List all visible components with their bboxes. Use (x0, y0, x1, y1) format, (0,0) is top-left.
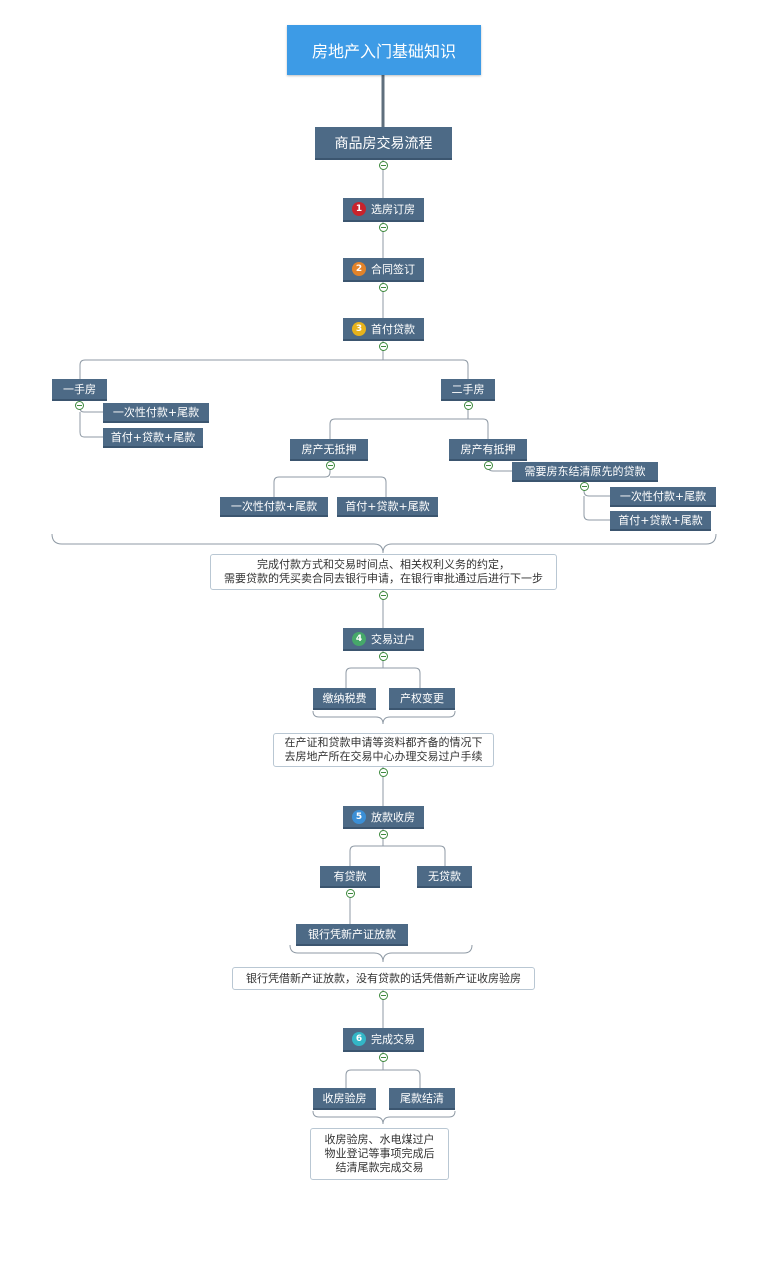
step-label: 完成交易 (371, 1033, 415, 1046)
collapse-icon[interactable] (379, 161, 388, 170)
note-line: 结清尾款完成交易 (335, 1161, 424, 1174)
has-mortgage[interactable]: 房产有抵押 (449, 439, 527, 461)
step-label: 交易过户 (371, 632, 415, 646)
collapse-icon[interactable] (379, 652, 388, 661)
note-line: 物业登记等事项完成后 (324, 1147, 435, 1160)
step-number-2-icon: 2 (352, 262, 366, 276)
root-topic[interactable]: 房地产入门基础知识 (287, 25, 481, 75)
first-hand-house[interactable]: 一手房 (52, 379, 107, 401)
note-payment-agreement[interactable]: 完成付款方式和交易时间点、相关权利义务的约定， 需要贷款的凭买卖合同去银行申请，… (210, 554, 557, 590)
step-number-1-icon: 1 (352, 202, 366, 216)
collapse-icon[interactable] (379, 283, 388, 292)
collapse-icon[interactable] (326, 461, 335, 470)
step-label: 合同签订 (371, 263, 415, 276)
note-line: 银行凭借新产证放款，没有贷款的话凭借新产证收房验房 (246, 971, 521, 985)
step-6-complete[interactable]: 6 完成交易 (343, 1028, 424, 1052)
collapse-icon[interactable] (379, 591, 388, 600)
no-mortgage-option-loan[interactable]: 首付+贷款+尾款 (337, 497, 438, 517)
note-line: 在产证和贷款申请等资料都齐备的情况下 (284, 736, 483, 749)
step-number-5-icon: 5 (352, 809, 366, 824)
main-topic[interactable]: 商品房交易流程 (315, 127, 452, 160)
step-2-contract[interactable]: 2 合同签订 (343, 258, 424, 282)
step-number-6-icon: 6 (352, 1032, 366, 1046)
first-hand-option-full-payment[interactable]: 一次性付款+尾款 (103, 403, 209, 423)
collapse-icon[interactable] (379, 991, 388, 1000)
step-label: 首付贷款 (371, 322, 415, 336)
step-5-loan-release[interactable]: 5 放款收房 (343, 806, 424, 829)
note-complete[interactable]: 收房验房、水电煤过户 物业登记等事项完成后 结清尾款完成交易 (310, 1128, 449, 1180)
collapse-icon[interactable] (379, 223, 388, 232)
step-number-4-icon: 4 (352, 631, 366, 646)
collapse-icon[interactable] (379, 342, 388, 351)
step-1-select-house[interactable]: 1 选房订房 (343, 198, 424, 222)
note-line: 收房验房、水电煤过户 (324, 1133, 435, 1146)
no-mortgage-option-full-payment[interactable]: 一次性付款+尾款 (220, 497, 328, 517)
note-transfer[interactable]: 在产证和贷款申请等资料都齐备的情况下 去房地产所在交易中心办理交易过户手续 (273, 733, 494, 767)
mortgage-option-loan[interactable]: 首付+贷款+尾款 (610, 511, 711, 531)
pay-off-landlord-loan[interactable]: 需要房东结清原先的贷款 (512, 462, 658, 482)
collapse-icon[interactable] (379, 830, 388, 839)
collapse-icon[interactable] (346, 889, 355, 898)
second-hand-house[interactable]: 二手房 (441, 379, 495, 401)
first-hand-option-loan[interactable]: 首付+贷款+尾款 (103, 428, 203, 448)
step-label: 选房订房 (371, 203, 415, 216)
collapse-icon[interactable] (464, 401, 473, 410)
note-line: 完成付款方式和交易时间点、相关权利义务的约定， (257, 558, 510, 571)
step-number-3-icon: 3 (352, 321, 366, 336)
inspect-house[interactable]: 收房验房 (313, 1088, 376, 1110)
collapse-icon[interactable] (484, 461, 493, 470)
collapse-icon[interactable] (379, 768, 388, 777)
note-line: 去房地产所在交易中心办理交易过户手续 (284, 750, 483, 763)
step-label: 放款收房 (371, 810, 415, 824)
bank-release-loan[interactable]: 银行凭新产证放款 (296, 924, 408, 946)
mortgage-option-full-payment[interactable]: 一次性付款+尾款 (610, 487, 716, 507)
collapse-icon[interactable] (379, 1053, 388, 1062)
step-3-payment-loan[interactable]: 3 首付贷款 (343, 318, 424, 341)
no-mortgage[interactable]: 房产无抵押 (290, 439, 368, 461)
has-loan[interactable]: 有贷款 (320, 866, 380, 888)
collapse-icon[interactable] (75, 401, 84, 410)
property-change[interactable]: 产权变更 (389, 688, 455, 710)
collapse-icon[interactable] (580, 482, 589, 491)
step-4-transfer[interactable]: 4 交易过户 (343, 628, 424, 651)
note-line: 需要贷款的凭买卖合同去银行申请，在银行审批通过后进行下一步 (224, 572, 543, 585)
pay-taxes[interactable]: 缴纳税费 (313, 688, 376, 710)
settle-balance[interactable]: 尾款结清 (389, 1088, 455, 1110)
no-loan[interactable]: 无贷款 (417, 866, 472, 888)
note-loan-release[interactable]: 银行凭借新产证放款，没有贷款的话凭借新产证收房验房 (232, 967, 535, 990)
